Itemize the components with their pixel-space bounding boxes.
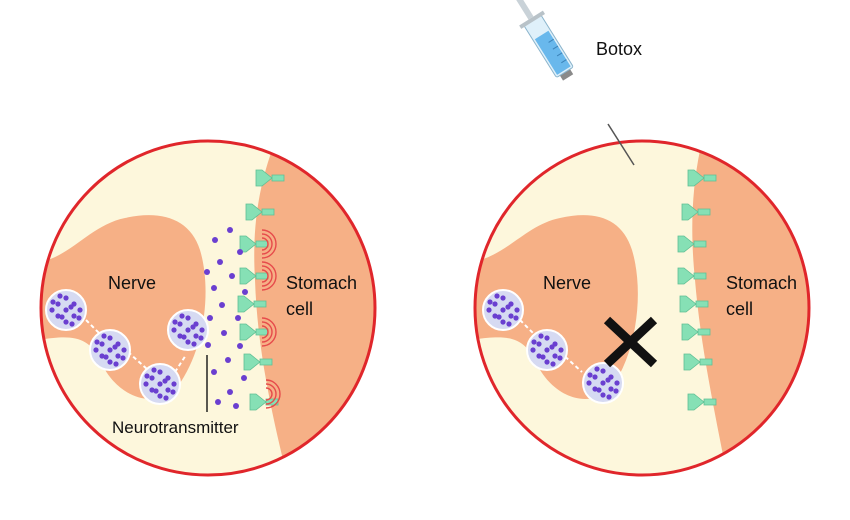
neurotransmitter-dot — [227, 227, 233, 233]
receptor — [679, 295, 709, 313]
right-circle-border — [473, 139, 811, 477]
vesicle — [167, 309, 209, 351]
neurotransmitter-dot — [207, 315, 213, 321]
neurotransmitter-dot — [237, 343, 243, 349]
receptor — [681, 323, 711, 341]
neurotransmitter-dot — [221, 330, 227, 336]
left-signal-rings — [261, 229, 281, 409]
neurotransmitter-dot — [211, 369, 217, 375]
neurotransmitter-dot — [227, 389, 233, 395]
left-receptors — [237, 169, 285, 411]
neurotransmitter-dot — [212, 237, 218, 243]
block-x-mark — [603, 316, 658, 368]
vesicle — [482, 289, 524, 331]
neurotransmitter-dot — [219, 302, 225, 308]
syringe-needle — [607, 123, 635, 166]
neurotransmitter-dot — [229, 273, 235, 279]
vesicle — [45, 289, 87, 331]
signal-ring — [265, 379, 281, 409]
vesicle — [582, 362, 624, 404]
neurotransmitter-dot — [217, 259, 223, 265]
left-circle-border — [39, 139, 377, 477]
neurotransmitter-dot — [241, 375, 247, 381]
neurotransmitter-dot — [233, 403, 239, 409]
right-nerve-label: Nerve — [543, 273, 591, 293]
receptor — [255, 169, 285, 187]
right-nerve-shape — [475, 215, 638, 399]
signal-ring — [261, 317, 277, 347]
receptor — [687, 169, 717, 187]
right-receptors — [677, 169, 717, 411]
receptor — [677, 267, 707, 285]
receptor — [683, 353, 713, 371]
left-neurotransmitter-dots — [204, 227, 248, 409]
neurotransmitter-dot — [242, 289, 248, 295]
neurotransmitter-dot — [205, 342, 211, 348]
right-vesicles — [482, 289, 624, 404]
neurotransmitter-dot — [211, 285, 217, 291]
right-panel: Nerve Stomach cell Botox — [473, 0, 811, 477]
left-stomach-cell-label-line2: cell — [286, 299, 313, 319]
receptor — [237, 295, 267, 313]
right-vesicle-group — [482, 289, 624, 404]
receptor — [677, 235, 707, 253]
left-vesicles — [45, 289, 209, 405]
left-nerve-shape — [41, 215, 206, 399]
vesicle — [139, 363, 181, 405]
neurotransmitter-dot — [235, 315, 241, 321]
receptor — [681, 203, 711, 221]
receptor — [687, 393, 717, 411]
receptor — [243, 353, 273, 371]
receptor — [245, 203, 275, 221]
right-stomach-cell-label-line1: Stomach — [726, 273, 797, 293]
left-panel: Nerve Stomach cell Neurotransmitter — [39, 139, 377, 477]
signal-ring — [261, 261, 277, 291]
left-stomach-cell-label-line1: Stomach — [286, 273, 357, 293]
syringe-label: Botox — [596, 39, 642, 59]
neurotransmitter-dot — [225, 357, 231, 363]
neurotransmitter-label: Neurotransmitter — [112, 418, 239, 437]
left-nerve-label: Nerve — [108, 273, 156, 293]
syringe-icon — [512, 0, 635, 166]
vesicle — [89, 329, 131, 371]
right-stomach-cell-label-line2: cell — [726, 299, 753, 319]
neurotransmitter-dot — [204, 269, 210, 275]
left-vesicle-group — [45, 289, 209, 405]
signal-ring — [261, 229, 277, 259]
neurotransmitter-dot — [215, 399, 221, 405]
neurotransmitter-dot — [237, 249, 243, 255]
vesicle — [526, 329, 568, 371]
